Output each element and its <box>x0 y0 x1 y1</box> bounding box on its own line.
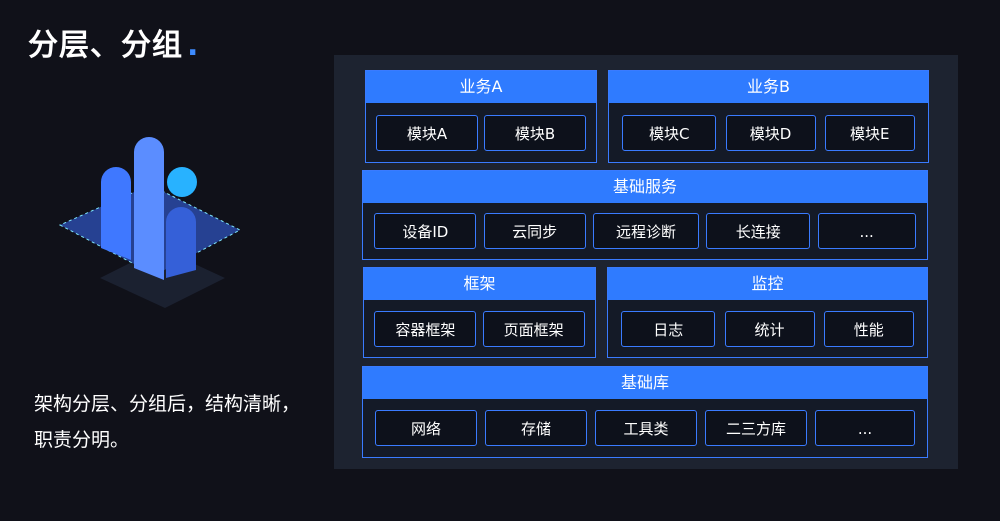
layer-title: 基础服务 <box>363 171 927 203</box>
illustration-ball <box>167 167 197 197</box>
layer-title: 基础库 <box>363 367 927 399</box>
description-text: 架构分层、分组后，结构清晰，职责分明。 <box>34 393 301 451</box>
service-long-connection: 长连接 <box>706 213 811 249</box>
monitor-stats: 统计 <box>724 310 815 347</box>
lib-network: 网络 <box>375 410 477 446</box>
layer-business-a: 业务A 模块A 模块B <box>365 70 597 163</box>
service-more: ... <box>817 213 916 249</box>
layer-base-service: 基础服务 设备ID 云同步 远程诊断 长连接 ... <box>362 170 928 260</box>
lib-storage: 存储 <box>485 410 587 446</box>
service-cloud-sync: 云同步 <box>483 213 586 249</box>
service-remote-diagnosis: 远程诊断 <box>592 213 699 249</box>
architecture-panel: 业务A 模块A 模块B 业务B 模块C 模块D 模块E 基础服务 设备ID 云同… <box>334 55 958 469</box>
layer-title: 业务B <box>609 71 928 103</box>
lib-more: ... <box>815 410 915 446</box>
module-b: 模块B <box>484 114 586 151</box>
layer-business-b: 业务B 模块C 模块D 模块E <box>608 70 929 163</box>
page-title: 分层、分组. <box>28 20 199 64</box>
layer-base-library: 基础库 网络 存储 工具类 二三方库 ... <box>362 366 928 458</box>
illustration-bar-center <box>134 137 164 280</box>
monitor-performance: 性能 <box>823 310 914 347</box>
framework-page: 页面框架 <box>482 310 585 347</box>
module-e: 模块E <box>824 114 915 151</box>
lib-utils: 工具类 <box>595 410 697 446</box>
layer-title: 框架 <box>364 268 595 300</box>
framework-container: 容器框架 <box>374 310 477 347</box>
layer-framework: 框架 容器框架 页面框架 <box>363 267 596 358</box>
layer-monitor: 监控 日志 统计 性能 <box>607 267 928 358</box>
illustration-bar-right <box>166 207 196 278</box>
monitor-log: 日志 <box>621 310 716 347</box>
layer-title: 监控 <box>608 268 927 300</box>
illustration-bar-left <box>101 167 131 260</box>
layered-architecture-illustration <box>58 137 242 308</box>
module-d: 模块D <box>725 114 816 151</box>
lib-third-party: 二三方库 <box>705 410 807 446</box>
module-c: 模块C <box>622 114 717 151</box>
service-device-id: 设备ID <box>374 213 477 249</box>
title-text: 分层、分组 <box>28 28 183 63</box>
module-a: 模块A <box>376 114 478 151</box>
layer-title: 业务A <box>366 71 596 103</box>
title-dot: . <box>187 28 200 63</box>
